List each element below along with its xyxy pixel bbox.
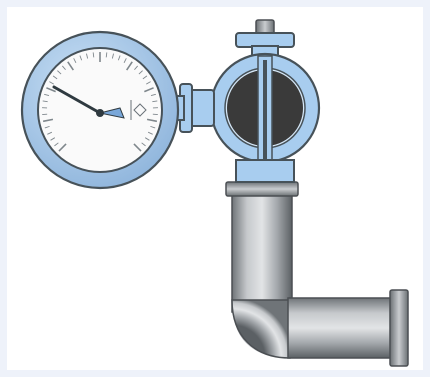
gauge-needle-hub: [96, 109, 104, 117]
valve-side-port: [190, 90, 214, 126]
butterfly-valve-icon: [180, 20, 319, 182]
pipe-end-flange: [390, 290, 408, 366]
valve-lower-neck: [236, 160, 294, 182]
pressure-gauge-icon: [22, 32, 184, 188]
valve-shaft-line: [263, 60, 267, 170]
valve-stem-cap: [256, 20, 274, 34]
pipe-bend-shape: [232, 298, 292, 358]
pipe-top-flange: [226, 182, 298, 196]
pipe-horizontal-section: [288, 298, 393, 358]
valve-top-flange: [236, 33, 294, 47]
pipe-vertical-section: [232, 192, 292, 312]
gauge-minor-tick: [93, 52, 94, 57]
elbow-pipe-icon: [226, 182, 408, 366]
gauge-minor-tick: [106, 52, 107, 57]
